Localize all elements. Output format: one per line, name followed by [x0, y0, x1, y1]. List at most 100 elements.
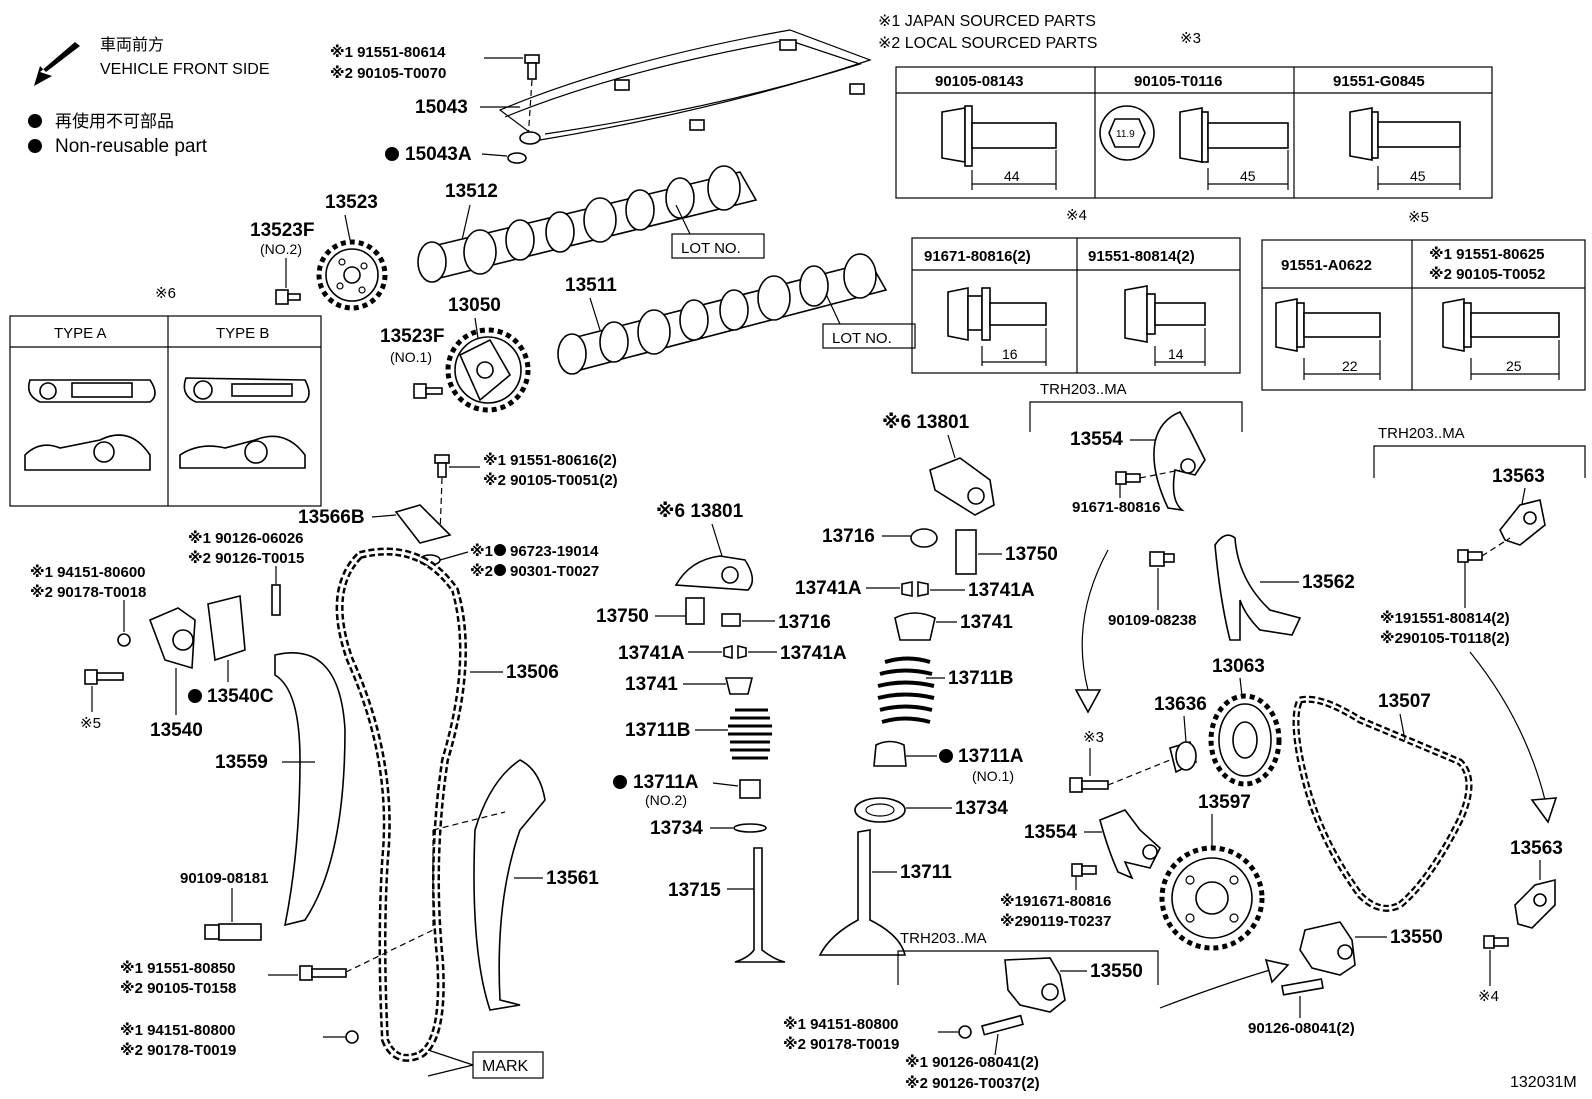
label-n800-2: ※2 90178-T0019	[120, 1041, 236, 1059]
label-no1: (NO.1)	[390, 349, 432, 365]
label-no2: (NO.2)	[260, 241, 302, 257]
label-s041-1: ※1 90126-08041(2)	[905, 1053, 1039, 1071]
mark-4: ※4	[1066, 207, 1087, 224]
bolt-icon	[1457, 549, 1483, 563]
shim-13716	[721, 613, 741, 627]
label-13563-b: 13563	[1510, 838, 1563, 859]
label-13540c: 13540C	[207, 686, 274, 707]
table3-pn-3: 91551-G0845	[1333, 73, 1425, 90]
note-1: ※1 JAPAN SOURCED PARTS	[878, 13, 1096, 30]
table4-len-2: 14	[1168, 346, 1184, 362]
label-13715: 13715	[668, 880, 721, 901]
table-4	[911, 237, 1241, 374]
label-13711b-a: 13711B	[948, 668, 1014, 689]
table5-pn-1: 91551-A0622	[1281, 257, 1372, 274]
label-13554-a: 13554	[1070, 429, 1123, 450]
table3-pn-2: 90105-T0116	[1134, 73, 1222, 90]
label-b850-1: ※1 91551-80850	[120, 959, 236, 977]
note-2: ※2 LOCAL SOURCED PARTS	[878, 35, 1097, 52]
valve-seal-13711a	[739, 779, 761, 799]
lash-adjuster-13750	[685, 597, 705, 625]
valve-seal-13711a	[873, 740, 907, 767]
table-6	[9, 315, 322, 507]
table4-pn-1: 91671-80816(2)	[924, 248, 1031, 265]
camshaft-13511	[557, 253, 888, 375]
valve-spring-13711b	[877, 656, 935, 724]
rocker-arm-13801	[674, 555, 754, 591]
stud-bolt-icon	[271, 584, 281, 616]
label-13507: 13507	[1378, 691, 1431, 712]
bolt-icon	[275, 289, 301, 305]
label-13801-b: ※6 13801	[656, 501, 744, 522]
label-g019-1-mark: ※1	[470, 542, 493, 560]
label-n600-1: ※1 94151-80600	[30, 563, 146, 581]
valve-cover-gasket-15043	[498, 29, 872, 141]
table3-len-1: 44	[1004, 168, 1020, 184]
mark-3: ※3	[1180, 30, 1201, 47]
nonreuse-jp: 再使用不可部品	[55, 111, 174, 131]
label-15043-1: ※1 91551-80614	[330, 43, 446, 61]
bolt-icon	[434, 454, 450, 478]
bolt-icon	[1069, 777, 1109, 793]
bolt-icon	[941, 105, 1057, 167]
chain-tensioner-13550	[1004, 957, 1066, 1013]
bolt-icon	[299, 965, 347, 981]
label-13554-b: 13554	[1024, 822, 1077, 843]
chain-damper-13554	[1099, 809, 1161, 880]
bracket-13566b	[394, 504, 452, 544]
table3-len-3: 45	[1410, 168, 1426, 184]
label-no2-b: (NO.2)	[645, 792, 687, 808]
bolt-icon	[1071, 863, 1097, 877]
label-15043-2: ※2 90105-T0070	[330, 64, 446, 82]
nonreuse-dot-icon	[613, 775, 627, 789]
bolt-icon	[1349, 107, 1461, 161]
label-n600-2: ※2 90178-T0018	[30, 583, 146, 601]
rocker-arm-type-a-icon	[24, 379, 156, 471]
label-s041b: 90126-08041(2)	[1248, 1020, 1355, 1037]
trh-label-2: TRH203..MA	[900, 930, 987, 947]
sprocket-13597	[1159, 845, 1265, 951]
table-5	[1261, 239, 1586, 391]
label-b616-2: ※2 90105-T0051(2)	[483, 471, 618, 489]
mark-5: ※5	[1408, 209, 1429, 226]
label-13511: 13511	[565, 275, 617, 296]
label-b850-2: ※2 90105-T0158	[120, 979, 236, 997]
table-3	[895, 66, 1493, 199]
label-13566b: 13566B	[298, 507, 365, 528]
hex-nut-icon: 11.9	[1099, 105, 1155, 161]
rocker-arm-type-b-icon	[179, 377, 310, 469]
table5-pn-2a: ※1 91551-80625	[1429, 245, 1545, 263]
nonreuse-dot-icon	[188, 689, 202, 703]
trh-label-1: TRH203..MA	[1040, 381, 1127, 398]
figure-code: 132031M	[1510, 1074, 1577, 1091]
label-13711: 13711	[900, 862, 952, 883]
label-mark5: ※5	[80, 715, 101, 732]
bolt-icon	[1442, 298, 1560, 352]
label-13562: 13562	[1302, 572, 1355, 593]
label-13063: 13063	[1212, 656, 1265, 677]
label-g019-1: 96723-19014	[510, 543, 599, 560]
trh-label-3: TRH203..MA	[1378, 425, 1465, 442]
label-mark3: ※3	[1083, 729, 1104, 746]
bolt-icon	[947, 287, 1047, 341]
bolt-icon	[1149, 551, 1175, 567]
label-b814-1: ※191551-80814(2)	[1380, 609, 1510, 627]
label-13550-b: 13550	[1390, 927, 1443, 948]
bolt-icon	[524, 54, 540, 80]
label-13750-b: 13750	[596, 606, 649, 627]
mark-6: ※6	[155, 285, 176, 302]
nut-icon	[958, 1025, 972, 1039]
label-13716-b: 13716	[778, 612, 831, 633]
nonreuse-dot-icon	[385, 147, 399, 161]
chain-guide-13559	[274, 652, 346, 927]
chain-damper-13563	[1499, 499, 1546, 546]
label-b238: 90109-08238	[1108, 612, 1196, 629]
nonreuse-dot-icon	[28, 114, 42, 128]
label-b816b-2: ※290119-T0237	[1000, 912, 1111, 930]
washer-13734	[854, 797, 906, 823]
sprocket-13523	[316, 239, 388, 311]
type-b-label: TYPE B	[216, 325, 269, 342]
chain-guide-13562	[1214, 534, 1302, 641]
label-13523f-no1: 13523F	[380, 326, 444, 347]
